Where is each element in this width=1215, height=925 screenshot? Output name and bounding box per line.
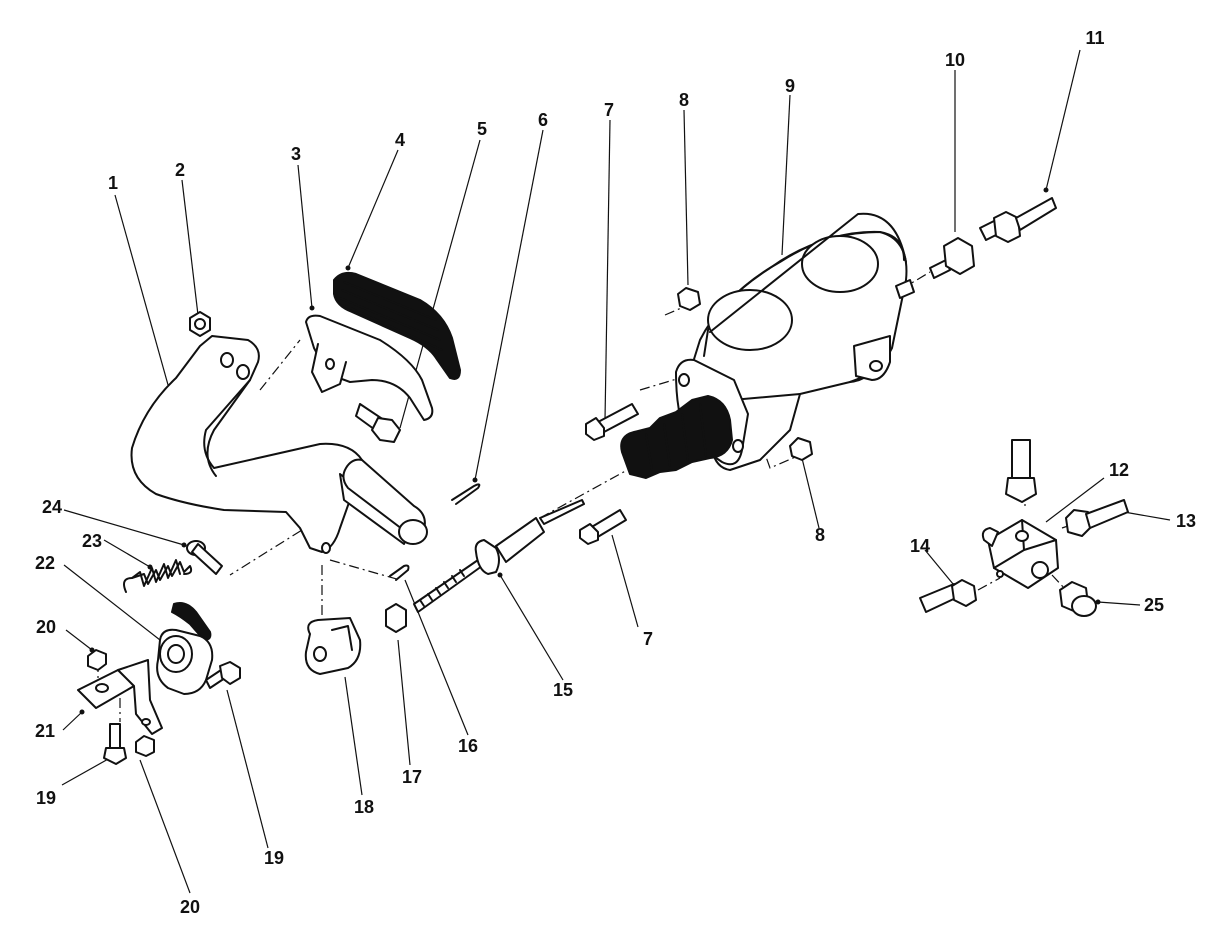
callout-11: 11 [1085,28,1105,48]
callout-9: 9 [784,76,796,96]
callout-6: 6 [537,110,549,130]
tee-fitting-12 [981,519,1059,589]
brake-line-11 [979,197,1057,243]
callout-25: 25 [1143,595,1165,615]
callout-19-side: 19 [263,848,285,868]
callout-13: 13 [1175,511,1197,531]
brake-line-13 [1065,499,1129,537]
callout-7-upper: 7 [603,100,615,120]
bolt-7-lower [579,509,627,545]
nut-17 [385,603,407,633]
mount-bracket-21 [77,659,163,735]
nut-20-upper [87,649,107,671]
return-spring-23 [123,559,193,593]
callout-21: 21 [34,721,56,741]
callout-7-lower: 7 [642,629,654,649]
tee-top-line [1005,439,1037,503]
push-rod-15 [413,499,585,613]
clevis-18 [304,617,362,675]
nut-20-lower [135,735,155,757]
callout-16: 16 [457,736,479,756]
callout-14: 14 [909,536,931,556]
bolt-5 [355,403,401,443]
callout-10: 10 [944,50,966,70]
callout-8-lower: 8 [814,525,826,545]
leader-lines [61,49,1171,894]
nut-8-lower [789,437,813,461]
pedal-arm [130,335,428,554]
callout-12: 12 [1108,460,1130,480]
bolt-19-side [205,661,241,689]
clevis-pin-24 [186,540,223,575]
plug-25 [1059,581,1097,617]
cotter-pin-16 [389,564,410,581]
callout-8-upper: 8 [678,90,690,110]
callout-18: 18 [353,797,375,817]
callout-4: 4 [394,130,406,150]
pedal-bracket [305,314,434,421]
outlet-stub [895,279,915,299]
stop-22 [156,602,214,695]
cotter-pin-6 [451,483,481,505]
brake-line-14 [919,579,977,613]
nut-2 [189,311,211,337]
pedal-pad [333,271,461,380]
nut-8-upper [677,287,701,311]
rubber-boot [620,395,733,479]
bolt-7-upper [585,403,639,441]
callout-24: 24 [41,497,63,517]
callout-19-lower: 19 [35,788,57,808]
bolt-19-lower [103,723,127,765]
callout-20-upper: 20 [35,617,57,637]
callout-5: 5 [476,119,488,139]
callout-3: 3 [290,144,302,164]
callout-2: 2 [174,160,186,180]
callout-1: 1 [107,173,119,193]
callout-15: 15 [552,680,574,700]
fitting-10 [929,237,975,279]
callout-17: 17 [401,767,423,787]
callout-22: 22 [34,553,56,573]
callout-20-lower: 20 [179,897,201,917]
callout-23: 23 [81,531,103,551]
